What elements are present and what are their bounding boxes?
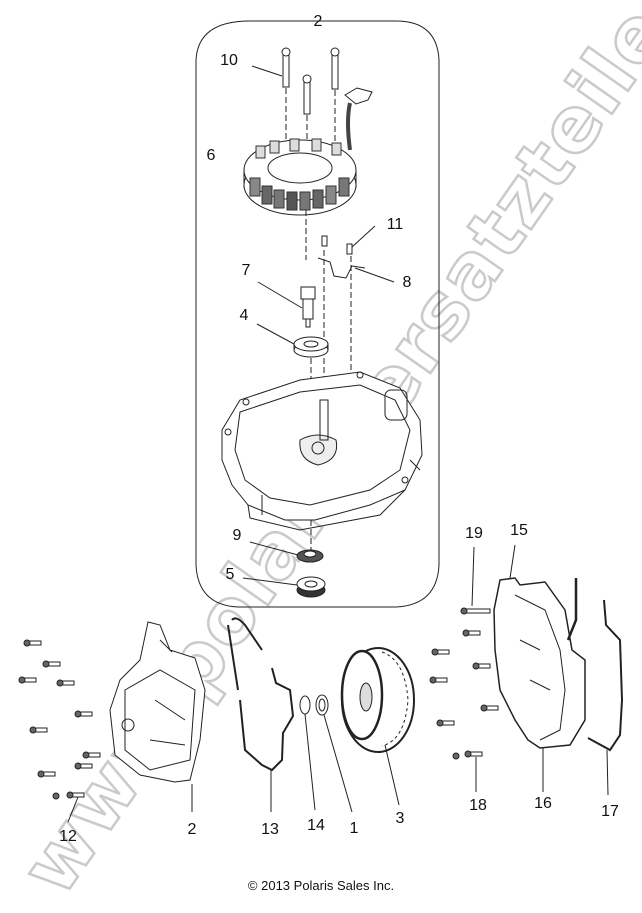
flywheel-icon [342,648,414,805]
callout-6: 6 [206,147,216,164]
callout-12: 12 [59,828,77,845]
callout-10: 10 [220,52,238,69]
stator-screws-icon [252,48,339,160]
wire-clamp-icon [318,226,394,420]
callout-7: 7 [241,262,251,279]
gasket-17-icon [588,600,622,795]
sensor-icon [258,282,315,327]
gasket-13-icon [228,618,293,812]
copyright-text: © 2013 Polaris Sales Inc. [247,878,395,893]
bearing-icon [250,542,323,562]
bolts-12-icon [19,640,100,822]
callout-18: 18 [469,797,487,814]
callout-2-bottom: 2 [187,821,197,838]
callout-19: 19 [465,525,483,542]
stator-housing-icon [222,372,422,530]
callout-17: 17 [601,803,619,820]
callout-11: 11 [386,216,404,233]
left-cover-icon [110,622,205,812]
callout-4: 4 [239,307,249,324]
callout-5: 5 [225,566,235,583]
callout-2-top: 2 [313,13,323,30]
group-box [196,21,439,607]
stator-icon [244,88,372,260]
bolts-right-icon [430,547,498,792]
washer-1-icon [316,695,352,812]
callout-1: 1 [349,820,359,837]
callout-13: 13 [261,821,279,838]
callout-9: 9 [232,527,242,544]
seal-icon [243,577,325,597]
callout-8: 8 [402,274,412,291]
callout-16: 16 [534,795,552,812]
callout-14: 14 [307,817,325,834]
callout-15: 15 [510,522,528,539]
nut-14-icon [300,696,315,810]
right-cover-icon [494,545,585,792]
callout-3: 3 [395,810,405,827]
